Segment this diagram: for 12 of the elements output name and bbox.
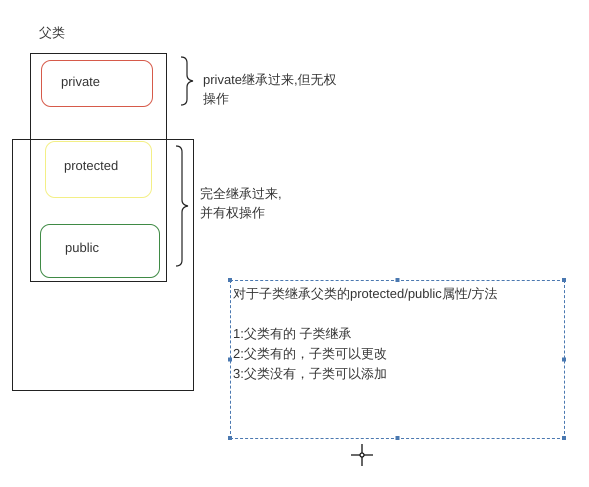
- class-box: [12, 139, 194, 391]
- note-heading: 对于子类继承父类的protected/public属性/方法: [233, 285, 498, 303]
- rounded-box: protected: [45, 141, 152, 198]
- note-box: [230, 280, 565, 439]
- note-line: 1:父类有的 子类继承: [233, 325, 352, 343]
- class-heading: 父类: [39, 24, 65, 42]
- rounded-box: private: [41, 60, 153, 107]
- note-text: 完全继承过来,并有权操作: [200, 185, 283, 222]
- note-line: 2:父类有的，子类可以更改: [233, 345, 387, 363]
- rounded-box: public: [40, 224, 160, 278]
- note-line: 3:父类没有，子类可以添加: [233, 365, 387, 383]
- note-text: private继承过来,但无权操作: [203, 71, 338, 108]
